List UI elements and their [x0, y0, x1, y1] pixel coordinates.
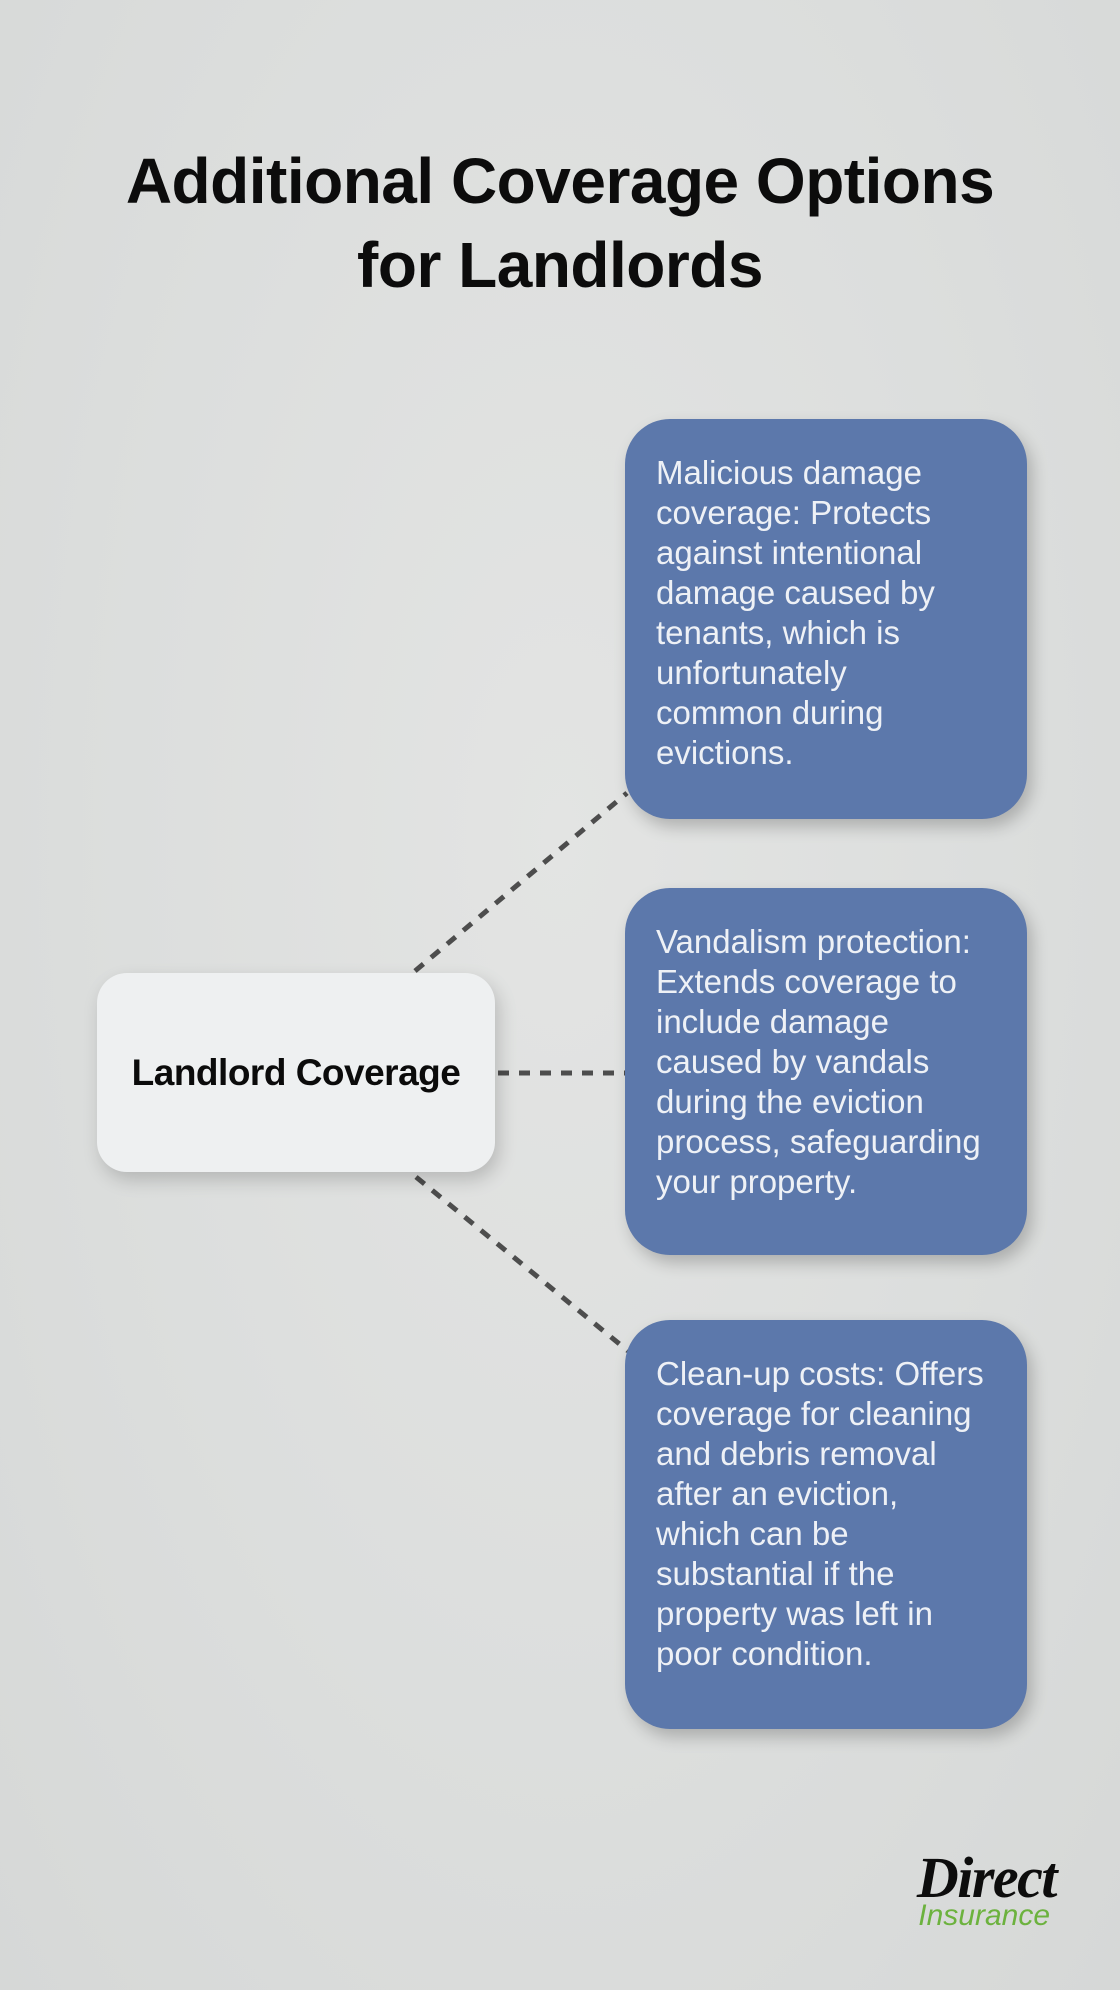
- infographic-title: Additional Coverage Options for Landlord…: [0, 139, 1120, 307]
- brand-logo-insurance-wordmark: Insurance: [918, 1899, 1050, 1932]
- brand-logo-direct-wordmark: Direct: [916, 1845, 1058, 1910]
- branch-box-vandalism-protection: Vandalism protection: Extends coverage t…: [625, 888, 1027, 1255]
- connector-dashed-line-bottom: [414, 1175, 630, 1353]
- branch-text-malicious-damage: Malicious damage coverage: Protects agai…: [656, 454, 935, 771]
- branch-text-vandalism-protection: Vandalism protection: Extends coverage t…: [656, 923, 981, 1200]
- branch-box-clean-up-costs: Clean-up costs: Offers coverage for clea…: [625, 1320, 1027, 1729]
- root-node-label: Landlord Coverage: [131, 1051, 461, 1093]
- title-line-2: for Landlords: [357, 228, 763, 301]
- brand-logo: Direct Insurance: [916, 1845, 1058, 1932]
- title-line-1: Additional Coverage Options: [125, 144, 995, 217]
- branch-box-malicious-damage: Malicious damage coverage: Protects agai…: [625, 419, 1027, 819]
- connector-dashed-line-top: [413, 791, 629, 973]
- branch-text-clean-up-costs: Clean-up costs: Offers coverage for clea…: [656, 1355, 984, 1672]
- root-node-landlord-coverage: Landlord Coverage: [97, 973, 495, 1172]
